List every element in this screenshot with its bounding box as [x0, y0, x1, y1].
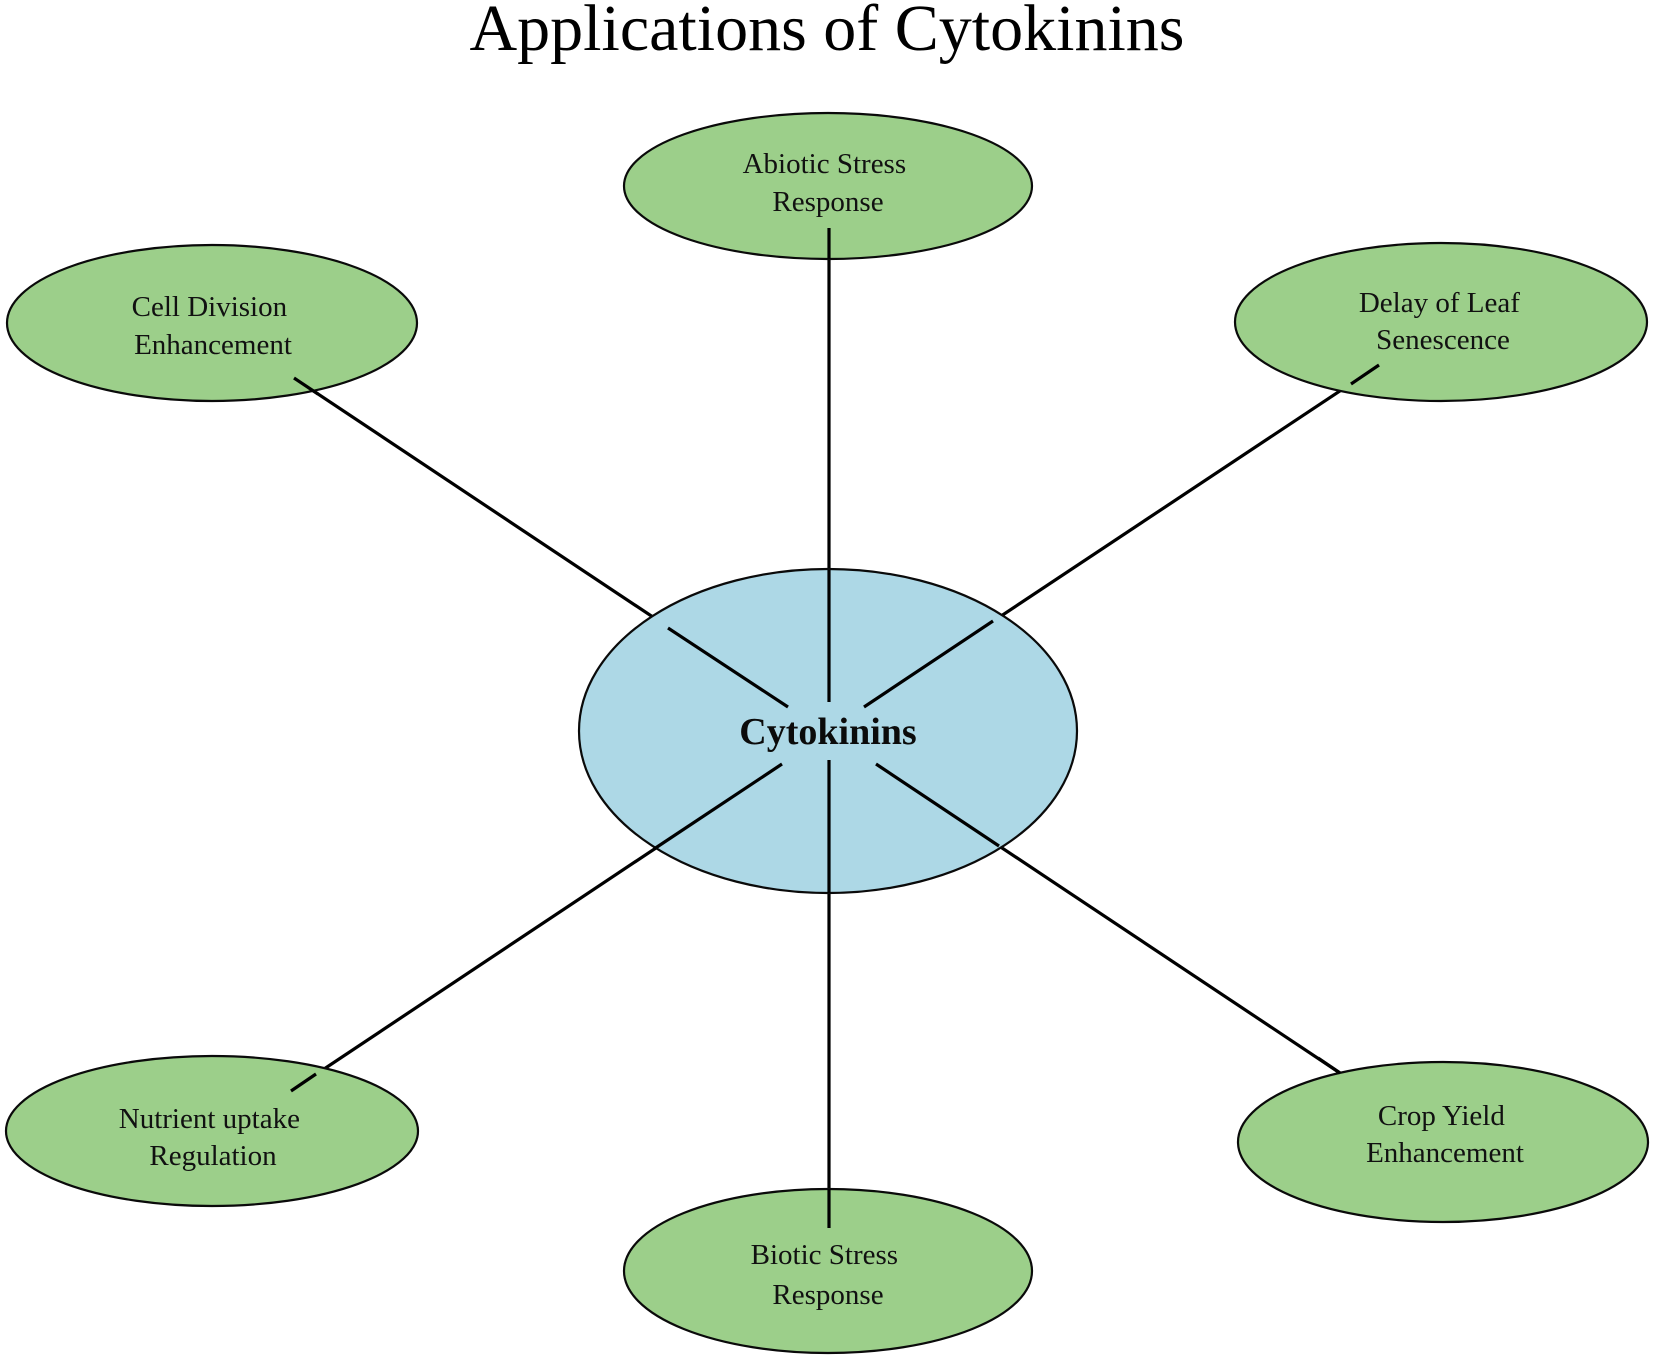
node-label: Biotic Stress Response	[751, 1239, 906, 1311]
node-nutrient-uptake-regulation: Nutrient uptake Regulation	[4, 1054, 420, 1208]
node-ellipse	[4, 1054, 420, 1208]
node-label: Crop Yield Enhancement	[1366, 1100, 1524, 1169]
diagram-title: Applications of Cytokinins	[470, 0, 1185, 65]
node-label: Cell Division Enhancement	[132, 291, 295, 361]
node-label-line: Cell Division	[132, 291, 288, 323]
node-label-line: Enhancement	[134, 329, 292, 361]
node-label-line: Nutrient uptake	[119, 1103, 300, 1135]
node-ellipse	[5, 243, 419, 403]
node-crop-yield-enhancement: Crop Yield Enhancement	[1236, 1060, 1650, 1224]
node-label-line: Regulation	[149, 1140, 277, 1172]
node-label: Delay of Leaf Senescence	[1359, 287, 1527, 356]
node-cell-division-enhancement: Cell Division Enhancement	[5, 243, 419, 403]
node-abiotic-stress-response: Abiotic Stress Response	[622, 111, 1034, 261]
connectors-inner	[653, 570, 1000, 893]
node-delay-of-leaf-senescence: Delay of Leaf Senescence	[1233, 241, 1649, 403]
node-label-line: Biotic Stress	[751, 1239, 898, 1271]
node-label: Nutrient uptake Regulation	[119, 1103, 307, 1172]
connector-stubs	[290, 228, 1380, 1228]
node-label-line: Delay of Leaf	[1359, 287, 1520, 319]
center-node-label: Cytokinins	[739, 711, 916, 753]
node-ellipse	[1236, 1060, 1650, 1224]
node-label-line: Response	[772, 1279, 883, 1311]
node-label-line: Crop Yield	[1378, 1100, 1506, 1132]
connector-nutrient-uptake-stub	[290, 1072, 317, 1093]
node-label-line: Senescence	[1376, 324, 1510, 356]
node-label-line: Abiotic Stress	[743, 148, 907, 180]
connector-nutrient-uptake-inner	[653, 762, 783, 851]
connector-cell-division-inner	[667, 626, 789, 709]
connector-leaf-senescence-stub	[1350, 363, 1380, 386]
connector-cell-division-stub	[293, 376, 319, 396]
connector-leaf-senescence-inner	[863, 619, 994, 709]
connector-crop-yield-inner	[875, 762, 1000, 848]
node-label-line: Response	[772, 186, 883, 218]
node-ellipse	[1233, 241, 1649, 403]
node-label-line: Enhancement	[1366, 1137, 1524, 1169]
node-label: Abiotic Stress Response	[743, 148, 914, 218]
connector-crop-yield-stub	[1317, 1056, 1341, 1075]
